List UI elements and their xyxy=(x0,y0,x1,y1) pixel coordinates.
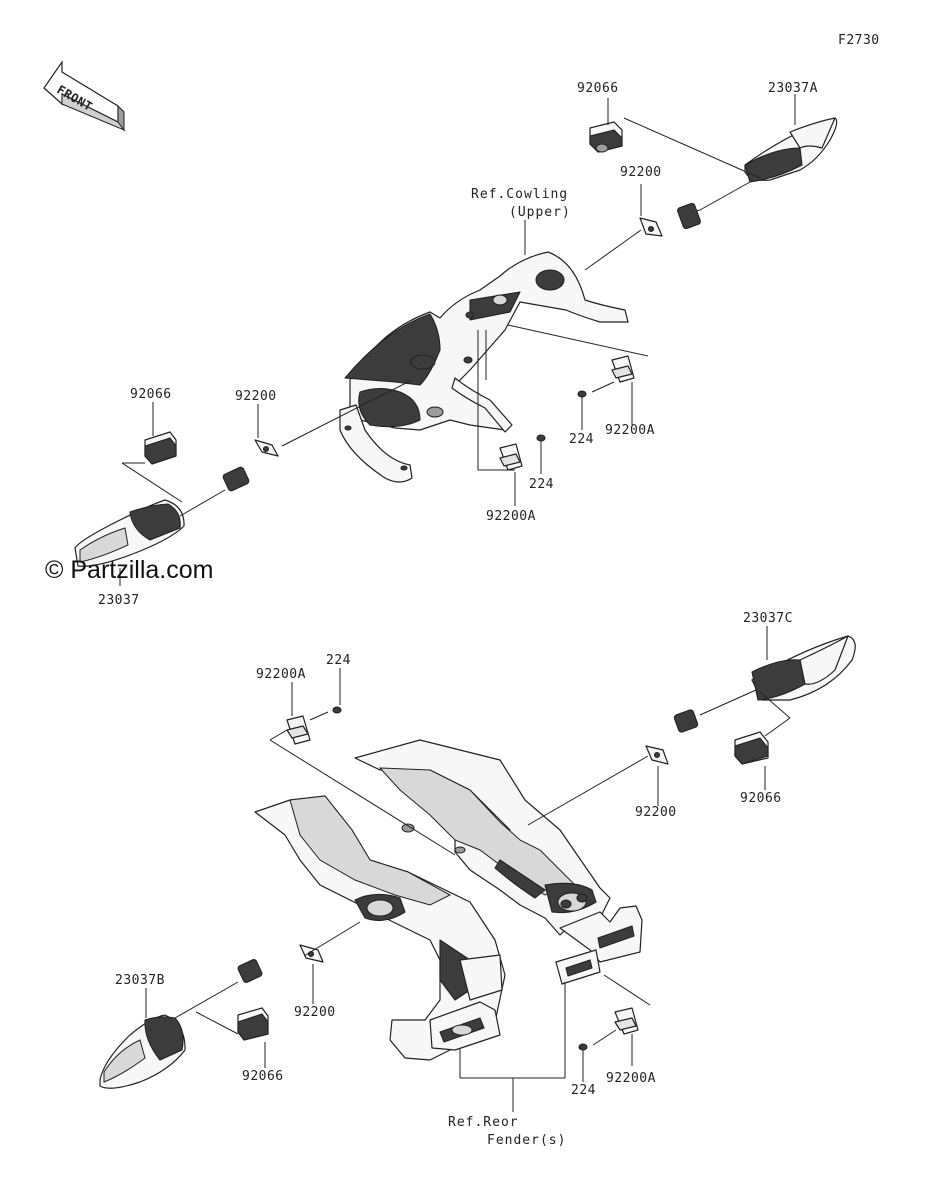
ref-cowling-line1: Ref.Cowling xyxy=(471,187,568,202)
callout-labels: 92066 23037A 92200 92066 92200 23037 224… xyxy=(98,81,818,1098)
rubber-mount-92066-lower-right xyxy=(734,731,769,765)
callout-92066: 92066 xyxy=(740,791,782,806)
callout-224: 224 xyxy=(569,432,594,447)
plate-92200-lower-right xyxy=(645,745,669,765)
callout-92200: 92200 xyxy=(635,805,677,820)
callout-92066: 92066 xyxy=(130,387,172,402)
callout-23037: 23037 xyxy=(98,593,140,608)
clip-92200A-upper-b xyxy=(499,443,523,471)
callout-23037C: 23037C xyxy=(743,611,793,626)
plate-92200-upper-left xyxy=(254,439,279,457)
rubber-mount-92066-lower-left xyxy=(237,1007,269,1041)
left-fender-bracket xyxy=(254,795,506,1061)
callout-92200A: 92200A xyxy=(256,667,306,682)
figure-code: F2730 xyxy=(838,33,880,48)
reference-notes: Ref.Cowling (Upper) Ref.Reor Fender(s) xyxy=(448,187,571,1148)
callout-23037A: 23037A xyxy=(768,81,818,96)
watermark: © Partzilla.com xyxy=(45,556,213,584)
clip-92200A-upper-a xyxy=(611,355,635,383)
ref-fender-line1: Ref.Reor xyxy=(448,1115,519,1130)
callout-92200A: 92200A xyxy=(606,1071,656,1086)
clip-92200A-lower-center xyxy=(614,1007,639,1035)
bolt-224-upper-b xyxy=(536,434,546,442)
callout-92200A: 92200A xyxy=(486,509,536,524)
callout-92200A: 92200A xyxy=(605,423,655,438)
callout-92200: 92200 xyxy=(620,165,662,180)
turn-signal-23037 xyxy=(74,466,250,567)
bolt-224-lower-center xyxy=(578,1043,588,1051)
ref-cowling-line2: (Upper) xyxy=(509,205,571,220)
turn-signal-23037A xyxy=(677,117,838,230)
rear-fender-bracket xyxy=(354,739,643,985)
callout-23037B: 23037B xyxy=(115,973,165,988)
plate-92200-lower-left xyxy=(299,944,324,963)
bolt-224-lower-left xyxy=(332,706,342,714)
callout-92200: 92200 xyxy=(294,1005,336,1020)
callout-92066: 92066 xyxy=(577,81,619,96)
rubber-mount-92066-upper-left xyxy=(144,431,177,465)
upper-leader-lines xyxy=(119,94,796,586)
ref-fender-line2: Fender(s) xyxy=(487,1133,566,1148)
plate-92200-upper-right xyxy=(639,217,663,237)
callout-92066: 92066 xyxy=(242,1069,284,1084)
callout-92200: 92200 xyxy=(235,389,277,404)
rubber-mount-92066-upper-right xyxy=(589,121,623,153)
upper-cowling-bracket xyxy=(339,251,629,483)
front-arrow-badge: FRONT xyxy=(43,60,126,132)
callout-224: 224 xyxy=(529,477,554,492)
turn-signal-23037C xyxy=(673,635,856,733)
callout-224: 224 xyxy=(571,1083,596,1098)
bolt-224-upper-a xyxy=(577,390,587,398)
clip-92200A-lower-left xyxy=(286,715,311,745)
callout-224: 224 xyxy=(326,653,351,668)
turn-signal-23037B xyxy=(99,959,263,1089)
lower-leader-lines xyxy=(145,626,791,1112)
